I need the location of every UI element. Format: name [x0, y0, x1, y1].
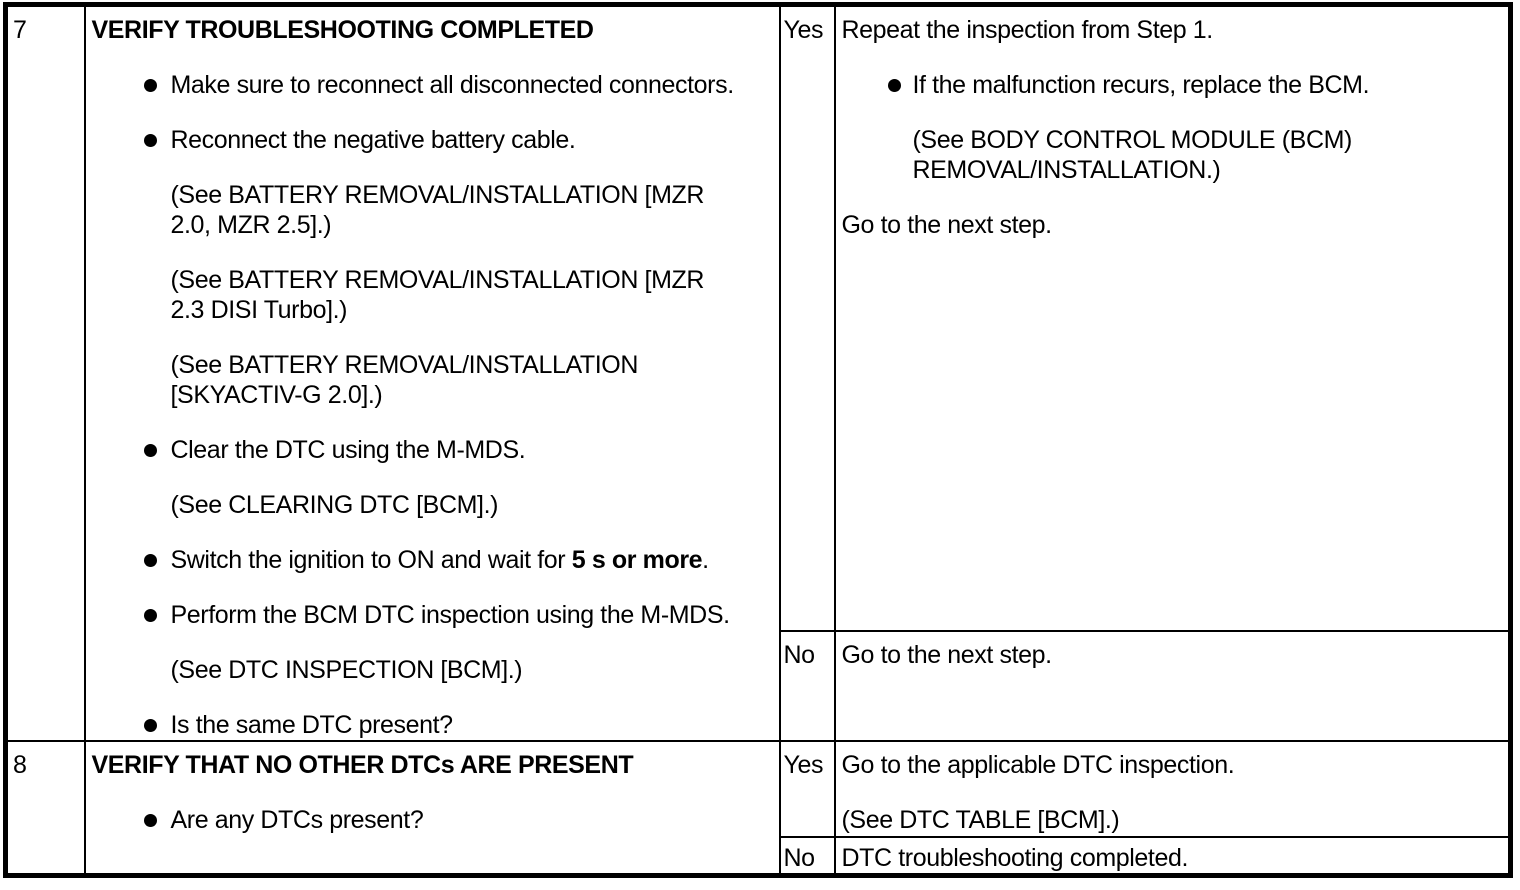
- step8-action-title: VERIFY THAT NO OTHER DTCs ARE PRESENT: [91, 751, 634, 779]
- see-reference-note: (See DTC TABLE [BCM].): [841, 806, 1120, 834]
- yes-label: Yes: [783, 751, 824, 779]
- bullet-item: Perform the BCM DTC inspection using the…: [92, 600, 773, 630]
- see-reference-note: (See DTC INSPECTION [BCM].): [170, 656, 523, 684]
- bullet-item: Make sure to reconnect all disconnected …: [92, 70, 773, 100]
- result-text: Go to the next step.: [841, 640, 1053, 669]
- step7-no-row: No Go to the next step.: [6, 629, 1512, 743]
- result-intro: Repeat the inspection from Step 1.: [841, 16, 1214, 44]
- step-number: 7: [13, 16, 27, 44]
- result-outro: Go to the next step.: [841, 211, 1053, 239]
- step7-yes-row: 7 VERIFY TROUBLESHOOTING COMPLETED Make …: [4, 3, 1512, 742]
- bullet-item: Reconnect the negative battery cable.: [92, 125, 773, 155]
- no-label: No: [783, 640, 816, 669]
- see-reference-note: (See BODY CONTROL MODULE (BCM) REMOVAL/I…: [912, 126, 1353, 184]
- step8-no-row: No DTC troubleshooting completed.: [6, 836, 1512, 877]
- see-reference-note: (See BATTERY REMOVAL/INSTALLATION [MZR 2…: [170, 181, 705, 239]
- bullet-item: If the malfunction recurs, replace the B…: [842, 70, 1503, 100]
- step7-action-cell: VERIFY TROUBLESHOOTING COMPLETED Make su…: [83, 3, 781, 742]
- result-intro: Go to the applicable DTC inspection.: [841, 751, 1235, 779]
- step8-yes-result-cell: Go to the applicable DTC inspection. (Se…: [833, 740, 1512, 838]
- bullet-item: Is the same DTC present?: [92, 710, 773, 739]
- step-number: 8: [13, 751, 27, 779]
- step8-number-cell: 8: [4, 740, 86, 877]
- step8-action-cell: VERIFY THAT NO OTHER DTCs ARE PRESENT Ar…: [83, 740, 781, 877]
- step8-yes-row: 8 VERIFY THAT NO OTHER DTCs ARE PRESENT …: [4, 740, 1512, 877]
- step7-yes-result-cell: Repeat the inspection from Step 1. If th…: [833, 3, 1512, 632]
- no-label: No: [783, 844, 816, 872]
- step8-yes-label-cell: Yes: [778, 740, 836, 838]
- step7-yes-label-cell: Yes: [778, 3, 836, 632]
- step8-no-result-cell: DTC troubleshooting completed.: [833, 836, 1512, 877]
- see-reference-note: (See CLEARING DTC [BCM].): [170, 491, 499, 519]
- step7-no-label-cell: No: [778, 629, 836, 743]
- step8-no-label-cell: No: [778, 836, 836, 877]
- see-reference-note: (See BATTERY REMOVAL/INSTALLATION [SKYAC…: [170, 351, 639, 409]
- bullet-item: Are any DTCs present?: [92, 805, 773, 835]
- yes-label: Yes: [783, 16, 824, 44]
- result-text: DTC troubleshooting completed.: [841, 844, 1189, 872]
- see-reference-note: (See BATTERY REMOVAL/INSTALLATION [MZR 2…: [170, 266, 705, 324]
- step7-no-result-cell: Go to the next step.: [833, 629, 1512, 743]
- troubleshooting-table: 7 VERIFY TROUBLESHOOTING COMPLETED Make …: [3, 2, 1513, 878]
- bullet-item: Switch the ignition to ON and wait for 5…: [92, 545, 773, 575]
- step7-action-title: VERIFY TROUBLESHOOTING COMPLETED: [91, 16, 594, 44]
- bullet-item: Clear the DTC using the M-MDS.: [92, 435, 773, 465]
- step7-number-cell: 7: [4, 3, 86, 742]
- bold-emphasis: 5 s or more: [571, 546, 703, 574]
